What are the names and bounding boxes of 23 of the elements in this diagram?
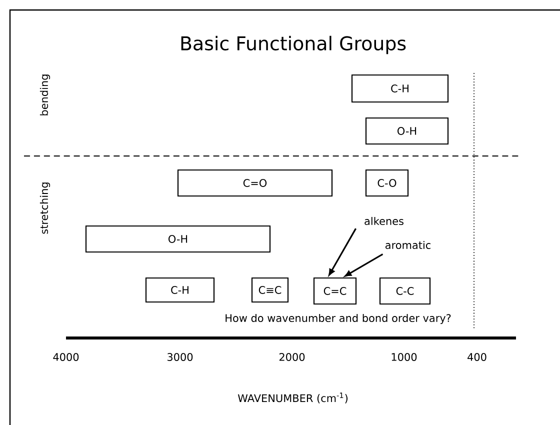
title: Basic Functional Groups (181, 36, 406, 54)
tick-label: 2000 (279, 353, 305, 361)
label-box: C-O (365, 169, 409, 197)
tick-label: 3000 (168, 353, 193, 361)
row-label: stretching (40, 182, 50, 234)
label-box: C≡C (251, 277, 289, 303)
row-label: bending (40, 74, 50, 116)
arrow (328, 228, 356, 276)
tick-label: 4000 (53, 353, 79, 361)
tick-label: 1000 (392, 353, 417, 361)
label-box: O-H (85, 225, 271, 253)
tick-label: 400 (468, 353, 486, 361)
label-box: C=C (313, 277, 357, 305)
annotation-text: alkenes (364, 216, 404, 226)
label-box: C=O (177, 169, 333, 197)
label-box: O-H (365, 117, 449, 145)
label-box: C-H (145, 277, 215, 303)
arrow (344, 254, 384, 277)
question-text: How do wavenumber and bond order vary? (226, 314, 451, 324)
annotation-text: aromatic (386, 240, 430, 250)
axis-title: WAVENUMBER (cm$^{-1}$) (238, 392, 348, 404)
label-box: C-C (379, 277, 431, 305)
label-box: C-H (351, 74, 449, 103)
